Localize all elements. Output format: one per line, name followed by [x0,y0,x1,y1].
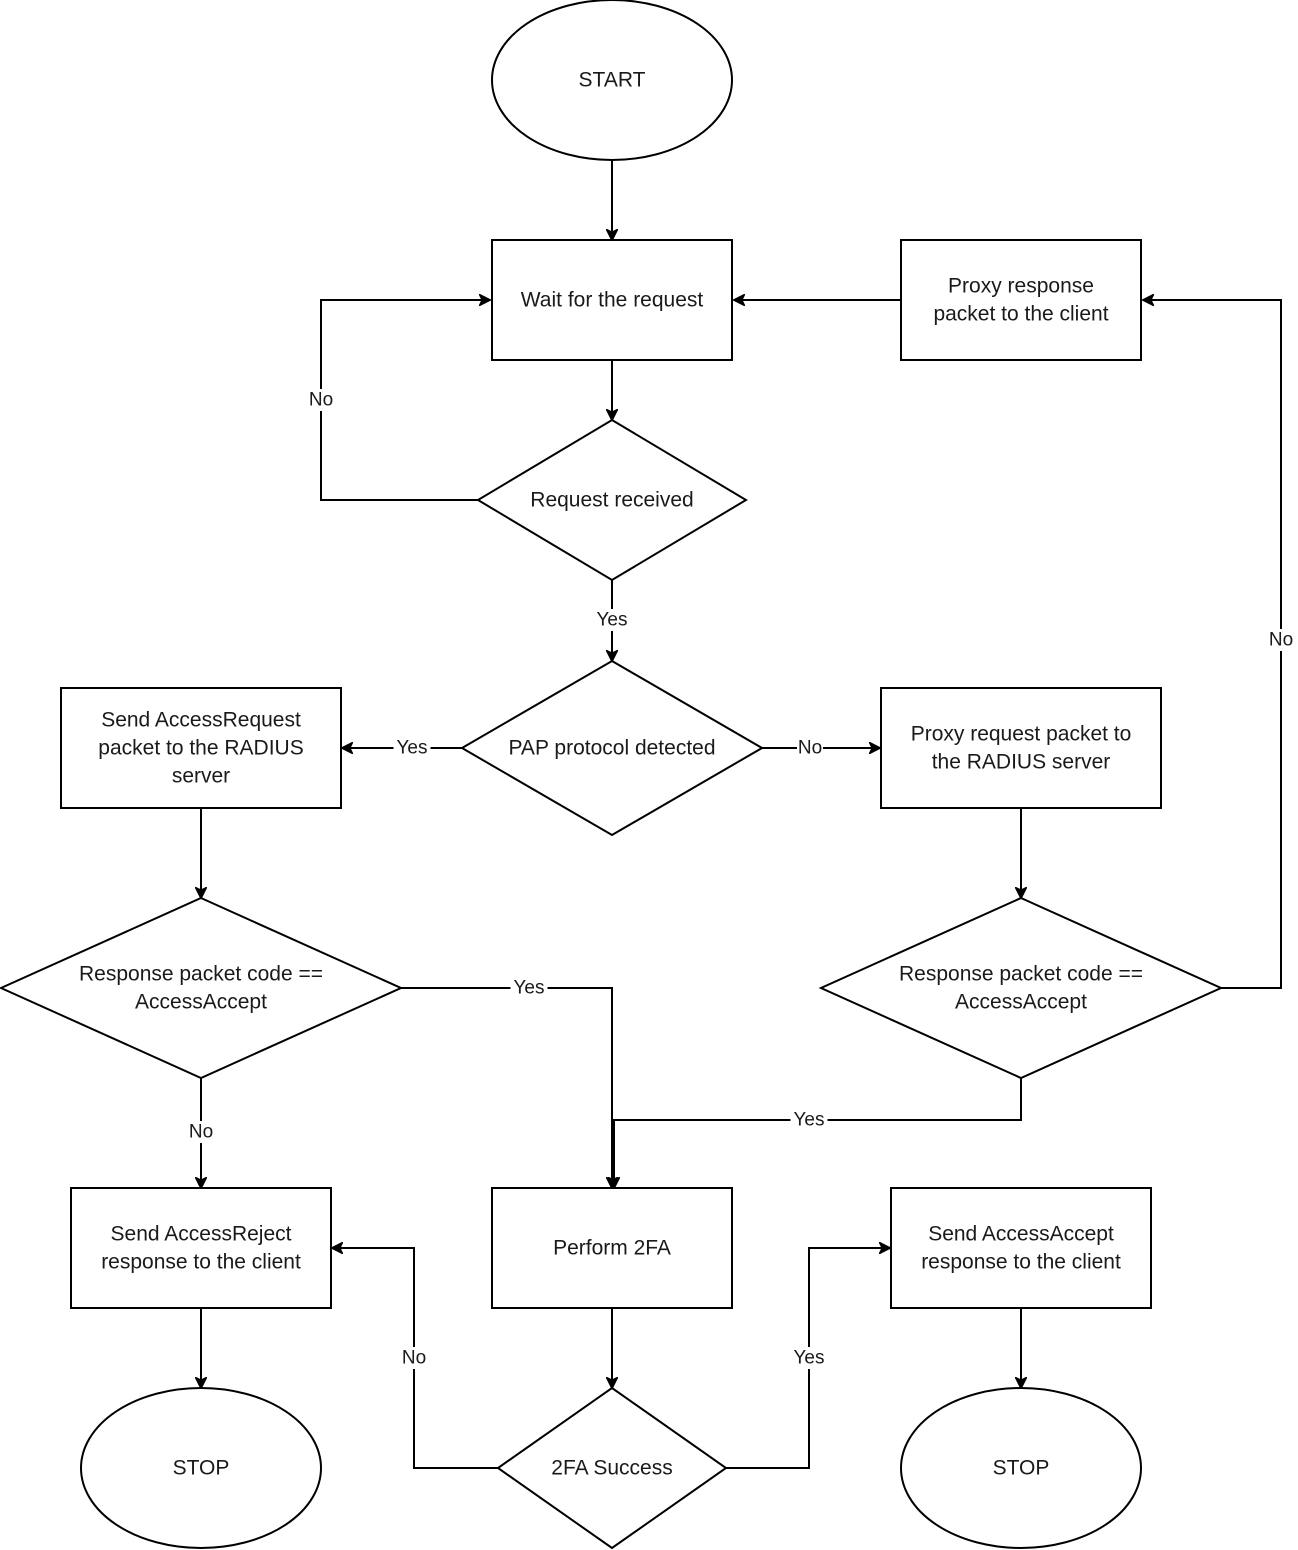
stop-right-terminator: STOP [900,1387,1142,1549]
stop-right-label: STOP [993,1457,1050,1480]
svg-text:No: No [189,1122,213,1143]
proxy-response-label: Proxy response [948,275,1094,298]
perform-2fa-process: Perform 2FA [491,1187,733,1309]
success-2fa-decision: 2FA Success [496,1386,728,1550]
success-2fa-shape [496,1386,728,1550]
stop-left-shape [80,1387,322,1549]
response-code-left-label: Response packet code == [79,963,323,986]
start-label: START [579,69,646,92]
proxy-request-process: Proxy request packet to the RADIUS server [880,687,1162,809]
send-access-reject-process: Send AccessReject response to the client [70,1187,332,1309]
proxy-request-shape [880,687,1162,809]
edge-label: Yes [790,1109,828,1131]
svg-text:Yes: Yes [397,738,428,759]
stop-right-shape [900,1387,1142,1549]
send-access-reject-label: response to the client [101,1251,301,1274]
proxy-request-label: the RADIUS server [932,751,1111,774]
proxy-response-label: packet to the client [933,303,1108,326]
send-access-request-shape [60,687,342,809]
svg-text:Yes: Yes [794,1110,825,1131]
send-access-request-label: packet to the RADIUS [98,737,303,760]
svg-text:No: No [402,1348,426,1369]
edge-label: Yes [393,737,431,759]
edge-label: Yes [593,609,631,631]
send-access-request-label: Send AccessRequest [101,709,301,732]
send-access-accept-label: response to the client [921,1251,1121,1274]
proxy-request-label: Proxy request packet to [911,723,1132,746]
start-shape [491,0,733,161]
start-terminator: START [491,0,733,161]
perform-2fa-shape [491,1187,733,1309]
response-code-left-label: AccessAccept [135,991,267,1014]
send-access-request-process: Send AccessRequest packet to the RADIUS se… [60,687,342,809]
edge-label: No [1268,629,1294,651]
send-access-accept-shape [890,1187,1152,1309]
response-code-right-label: AccessAccept [955,991,1087,1014]
pap-detected-label: PAP protocol detected [508,737,715,760]
edge-label: No [401,1347,427,1369]
pap-detected-decision: PAP protocol detected [460,659,764,837]
svg-text:No: No [798,738,822,759]
wait-request-shape [491,239,733,361]
wait-request-process: Wait for the request [491,239,733,361]
wait-request-label: Wait for the request [521,289,704,312]
send-access-reject-shape [70,1187,332,1309]
svg-text:Yes: Yes [794,1348,825,1369]
edge-label: No [308,389,334,411]
svg-text:No: No [309,390,333,411]
edge-label: No [188,1121,214,1143]
response-code-right-shape [818,896,1224,1080]
edge-label: Yes [510,977,548,999]
edge-label: Yes [790,1347,828,1369]
edge-label: No [797,737,823,759]
svg-text:No: No [1269,630,1293,651]
edge-request-received-to-wait-request [320,300,490,501]
send-access-accept-label: Send AccessAccept [928,1223,1114,1246]
stop-left-terminator: STOP [80,1387,322,1549]
response-code-right-label: Response packet code == [899,963,1143,986]
send-access-reject-label: Send AccessReject [111,1223,292,1246]
response-code-left-shape [0,896,404,1080]
stop-left-label: STOP [173,1457,230,1480]
send-access-accept-process: Send AccessAccept response to the client [890,1187,1152,1309]
edge-response-code-right-to-proxy-response [1143,300,1282,989]
nodes: START Wait for the request Proxy response p… [0,0,1224,1550]
pap-detected-shape [460,659,764,837]
svg-text:Yes: Yes [597,610,628,631]
response-code-right-decision: Response packet code == AccessAccept [818,896,1224,1080]
edge-response-code-left-to-perform-2fa [401,987,612,1188]
perform-2fa-label: Perform 2FA [553,1237,671,1260]
request-received-label: Request received [530,489,693,512]
response-code-left-decision: Response packet code == AccessAccept [0,896,404,1080]
edge-response-code-right-to-perform-2fa [614,1078,1022,1188]
request-received-decision: Request received [476,418,748,582]
svg-text:Yes: Yes [514,978,545,999]
proxy-response-process: Proxy response packet to the client [900,239,1142,361]
request-received-shape [476,418,748,582]
send-access-request-label: server [172,765,230,788]
success-2fa-label: 2FA Success [551,1457,672,1480]
proxy-response-shape [900,239,1142,361]
